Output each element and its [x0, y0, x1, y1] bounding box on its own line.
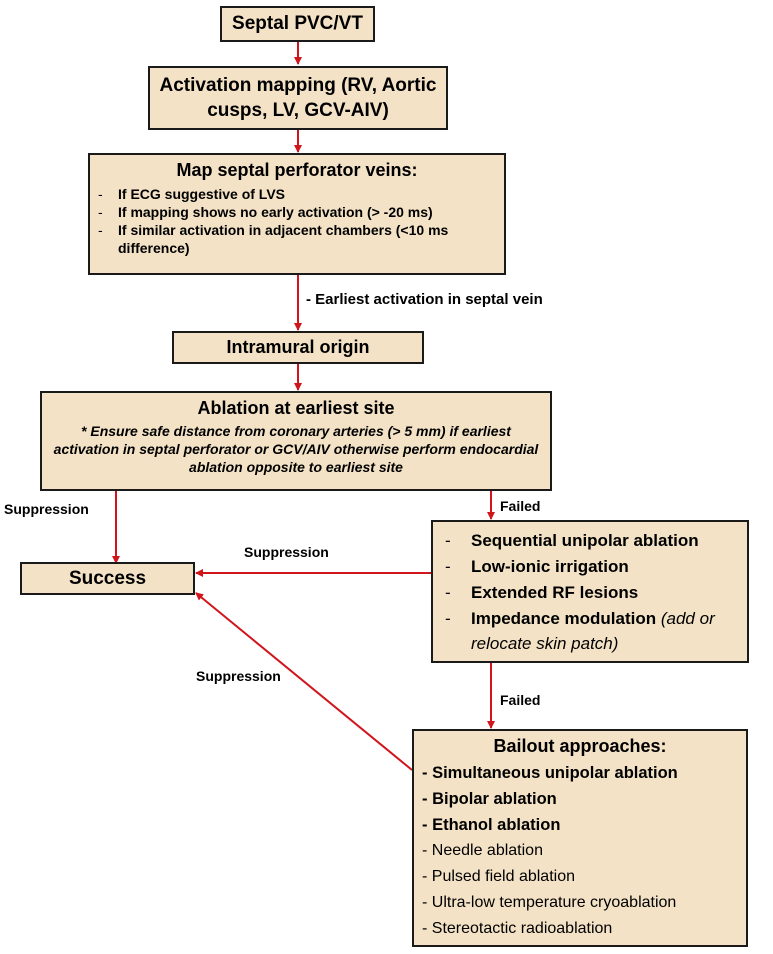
node-septal-pvc-vt-label: Septal PVC/VT: [232, 13, 363, 34]
bailout-item: - Needle ablation: [422, 842, 543, 859]
bailout-item: - Ultra-low temperature cryoablation: [422, 894, 677, 911]
techniques-item: -Low-ionic irrigation: [445, 557, 629, 576]
techniques-item: -Extended RF lesions: [445, 583, 639, 602]
techniques-item: -Sequential unipolar ablation: [445, 531, 699, 550]
node-septal-veins: Map septal perforator veins: -If ECG sug…: [88, 153, 506, 275]
edge-label-suppression-low: Suppression: [196, 668, 281, 684]
bailout-bold-item: - Simultaneous unipolar ablation: [422, 764, 678, 782]
node-activation-mapping: Activation mapping (RV, Aortic cusps, LV…: [148, 66, 448, 130]
edge-label-earliest-septal: - Earliest activation in septal vein: [306, 291, 543, 308]
edge-label-failed-2: Failed: [500, 692, 541, 708]
septal-veins-item: -If mapping shows no early activation (>…: [98, 204, 433, 220]
node-ablation-earliest: Ablation at earliest site * Ensure safe …: [40, 391, 552, 491]
node-ablation-earliest-title: Ablation at earliest site: [197, 398, 395, 418]
node-success: Success: [20, 562, 195, 595]
edge-label-suppression-left: Suppression: [4, 501, 89, 517]
node-intramural-origin-label: Intramural origin: [226, 337, 370, 357]
septal-veins-item: -If similar activation in adjacent chamb…: [98, 222, 449, 256]
edge-label-failed-1: Failed: [500, 498, 541, 514]
node-septal-pvc-vt: Septal PVC/VT: [220, 6, 375, 42]
node-success-label: Success: [68, 567, 147, 589]
node-septal-veins-title: Map septal perforator veins:: [176, 160, 418, 180]
techniques-item: -Impedance modulation (add or relocate s…: [445, 609, 715, 653]
bailout-item: - Pulsed field ablation: [422, 868, 575, 885]
node-techniques: -Sequential unipolar ablation -Low-ionic…: [431, 520, 749, 663]
septal-veins-item: -If ECG suggestive of LVS: [98, 186, 285, 202]
bailout-bold-item: - Ethanol ablation: [422, 816, 561, 834]
bailout-bold-item: - Bipolar ablation: [422, 790, 557, 808]
bailout-item: - Stereotactic radioablation: [422, 920, 613, 937]
node-intramural-origin: Intramural origin: [172, 331, 424, 364]
node-bailout: Bailout approaches: - Simultaneous unipo…: [412, 729, 748, 947]
node-activation-mapping-label: Activation mapping (RV, Aortic cusps, LV…: [159, 75, 437, 121]
node-ablation-earliest-note: * Ensure safe distance from coronary art…: [53, 423, 539, 475]
node-bailout-title: Bailout approaches:: [493, 736, 667, 756]
edge-label-suppression-mid: Suppression: [244, 544, 329, 560]
